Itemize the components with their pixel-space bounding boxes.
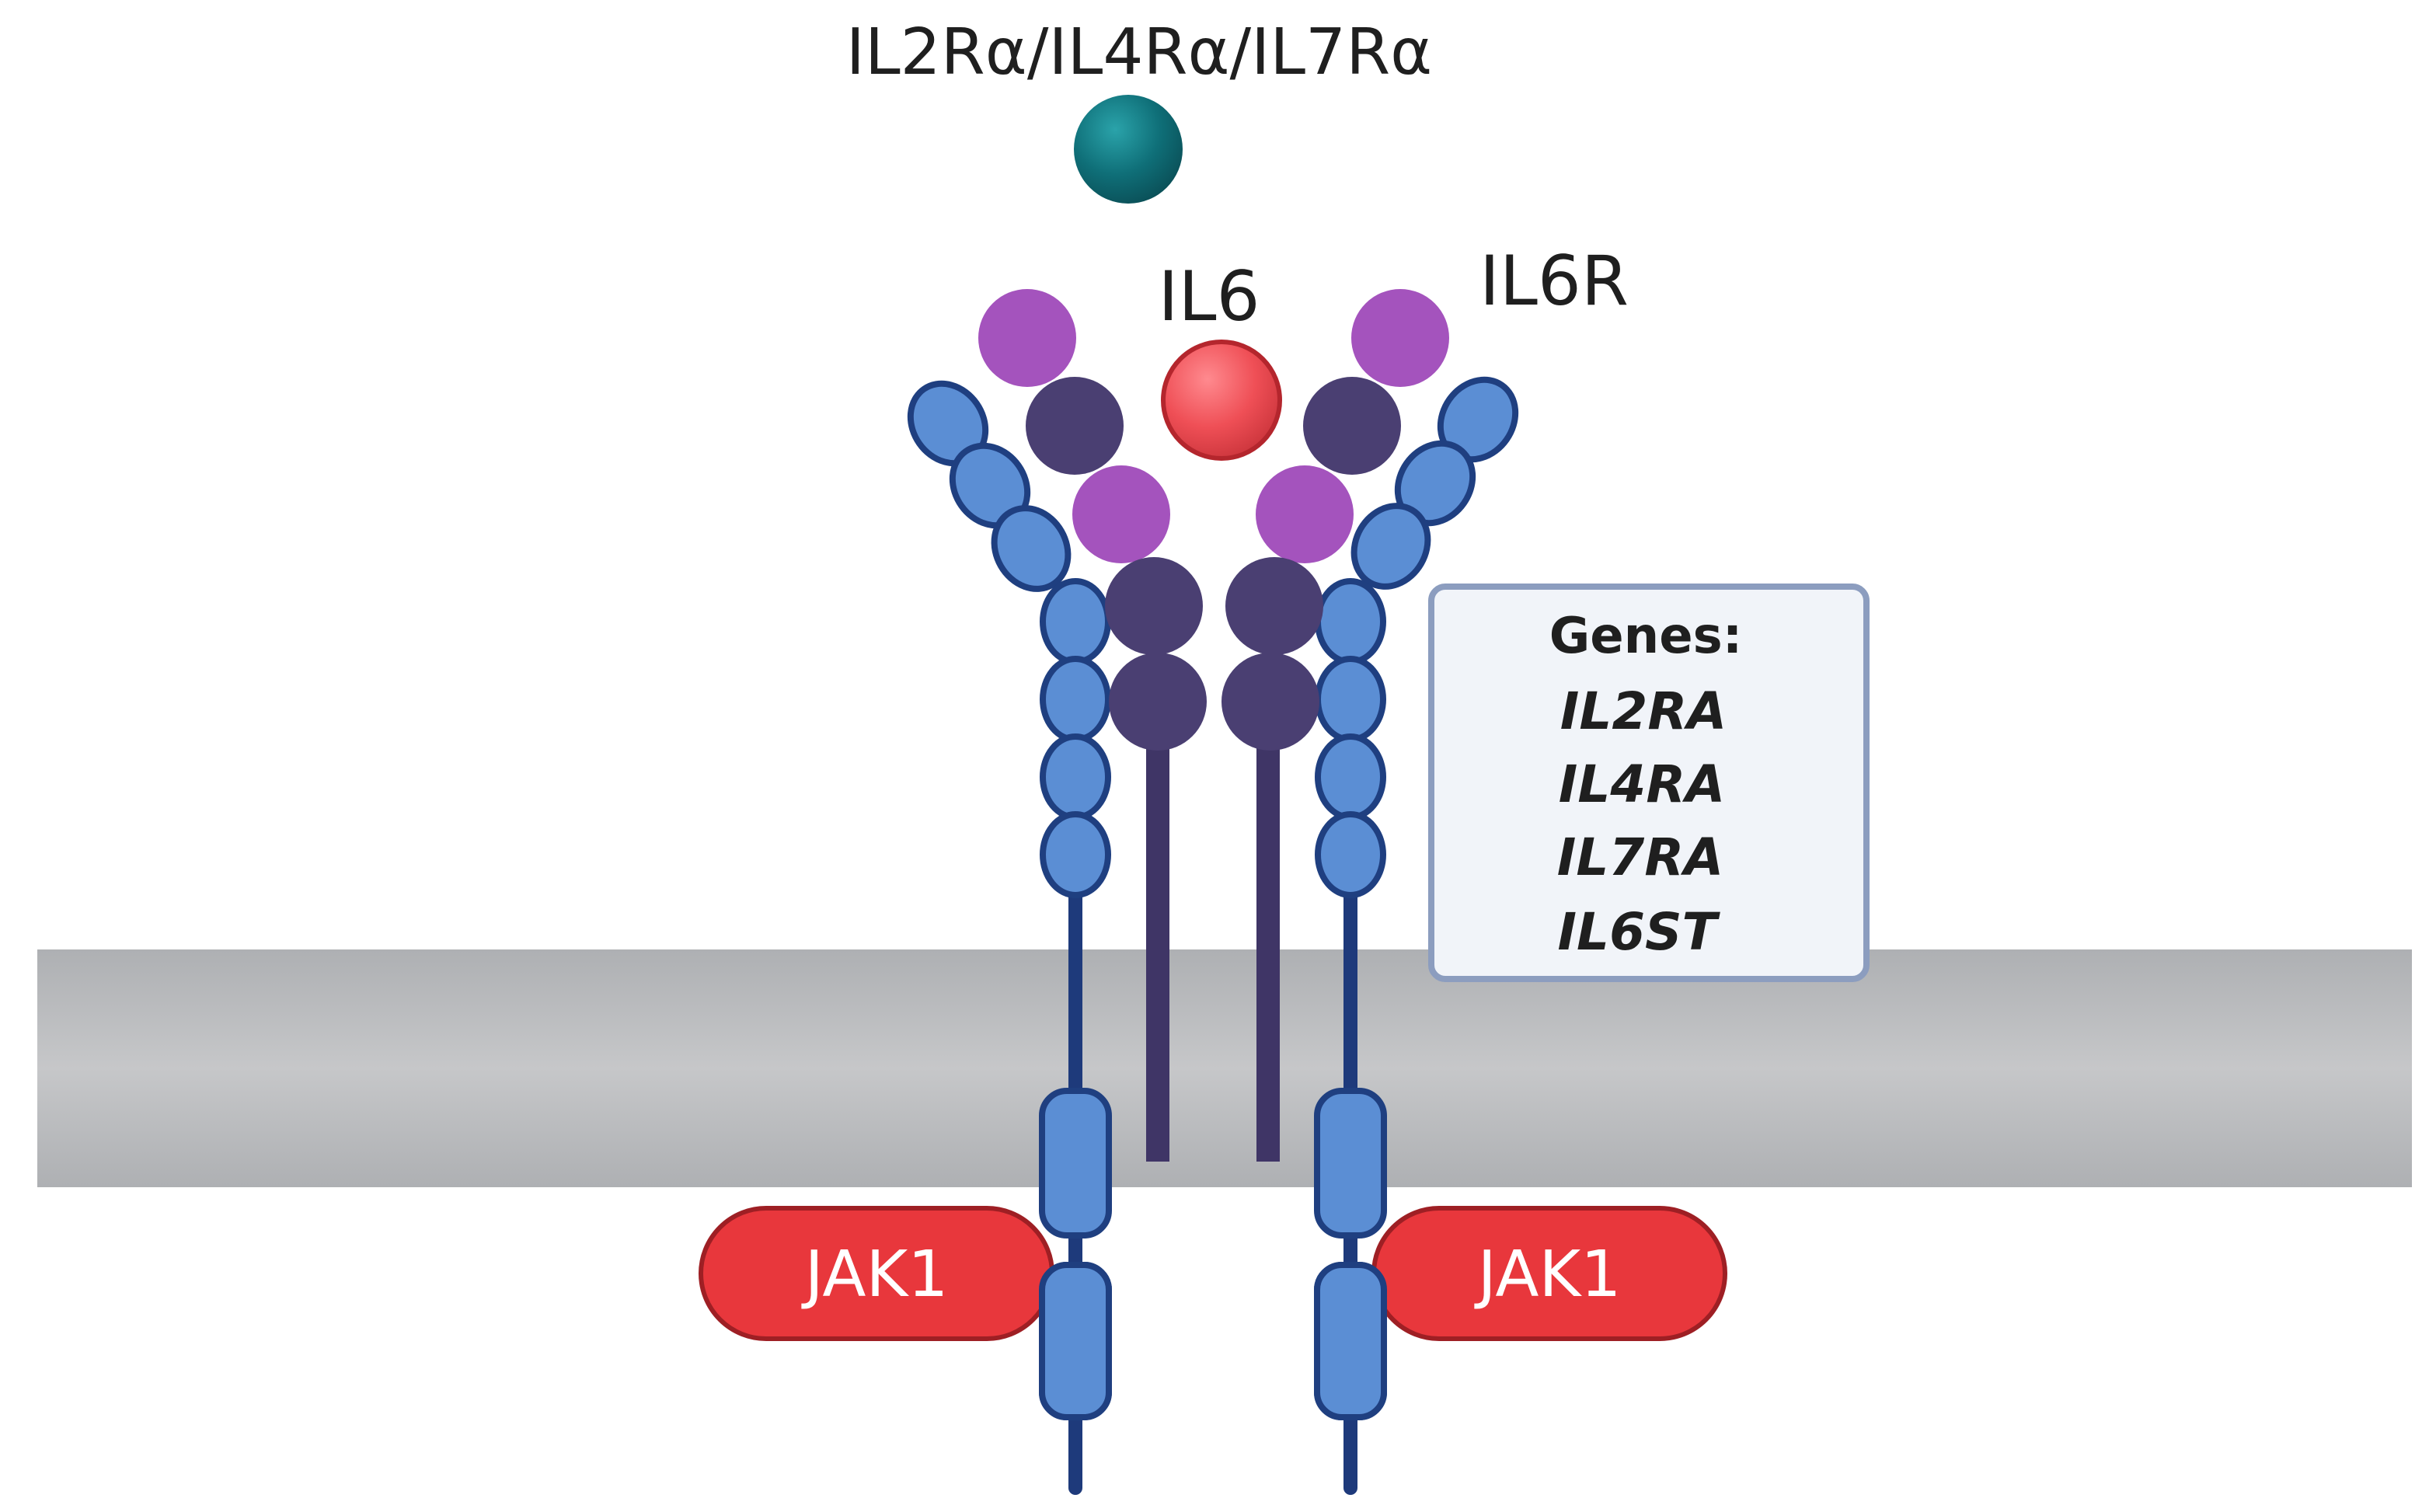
right-il6r-domain xyxy=(1351,289,1449,387)
il6-sphere xyxy=(1161,340,1282,461)
right-receptor-domain xyxy=(1315,733,1386,820)
left-receptor-domain xyxy=(991,505,1072,592)
il6-label: IL6 xyxy=(1159,256,1260,336)
left-intracellular-domain-front xyxy=(1039,1262,1112,1420)
left-transmembrane-domain xyxy=(1039,1088,1112,1239)
left-il6r-domain xyxy=(1105,557,1203,655)
right-receptor-domain xyxy=(1350,503,1431,590)
cell-membrane xyxy=(37,949,2412,1187)
right-il6r-domain xyxy=(1225,557,1323,655)
ligand-top-label: IL2Rα/IL4Rα/IL7Rα xyxy=(846,16,1432,89)
right-il6r-domain xyxy=(1256,465,1354,563)
left-receptor-domain xyxy=(1040,656,1111,743)
right-il6r xyxy=(1221,289,1449,1162)
left-il6r-domain xyxy=(1072,465,1170,563)
left-il6r-domain xyxy=(978,289,1076,387)
left-il6r-domain xyxy=(1026,377,1124,475)
right-receptor-domain xyxy=(1315,656,1386,743)
right-il6r-domain xyxy=(1221,653,1319,751)
right-receptor-domain xyxy=(1315,811,1386,898)
right-receptor-domain xyxy=(1315,578,1386,665)
jak1-right-label: JAK1 xyxy=(1474,1238,1622,1312)
gene-item: IL2RA xyxy=(1560,681,1727,741)
genes-box: Genes: IL2RA IL4RA IL7RA IL6ST xyxy=(1428,584,1870,982)
right-il6r-domain xyxy=(1303,377,1401,475)
jak1-left-label: JAK1 xyxy=(801,1238,949,1312)
left-receptor-domain xyxy=(1040,811,1111,898)
right-intracellular-domain-front xyxy=(1314,1262,1387,1420)
left-receptor-domain xyxy=(1040,578,1111,665)
il6r-label: IL6R xyxy=(1479,241,1629,321)
left-il6r xyxy=(978,289,1207,1162)
left-receptor-domain xyxy=(1040,733,1111,820)
genes-box-title: Genes: xyxy=(1549,608,1743,665)
ligand-teal-sphere xyxy=(1074,95,1183,204)
gene-item: IL6ST xyxy=(1557,902,1720,962)
left-il6r-domain xyxy=(1109,653,1207,751)
gene-item: IL7RA xyxy=(1557,827,1723,887)
gene-item: IL4RA xyxy=(1559,754,1725,814)
right-transmembrane-domain xyxy=(1314,1088,1387,1239)
